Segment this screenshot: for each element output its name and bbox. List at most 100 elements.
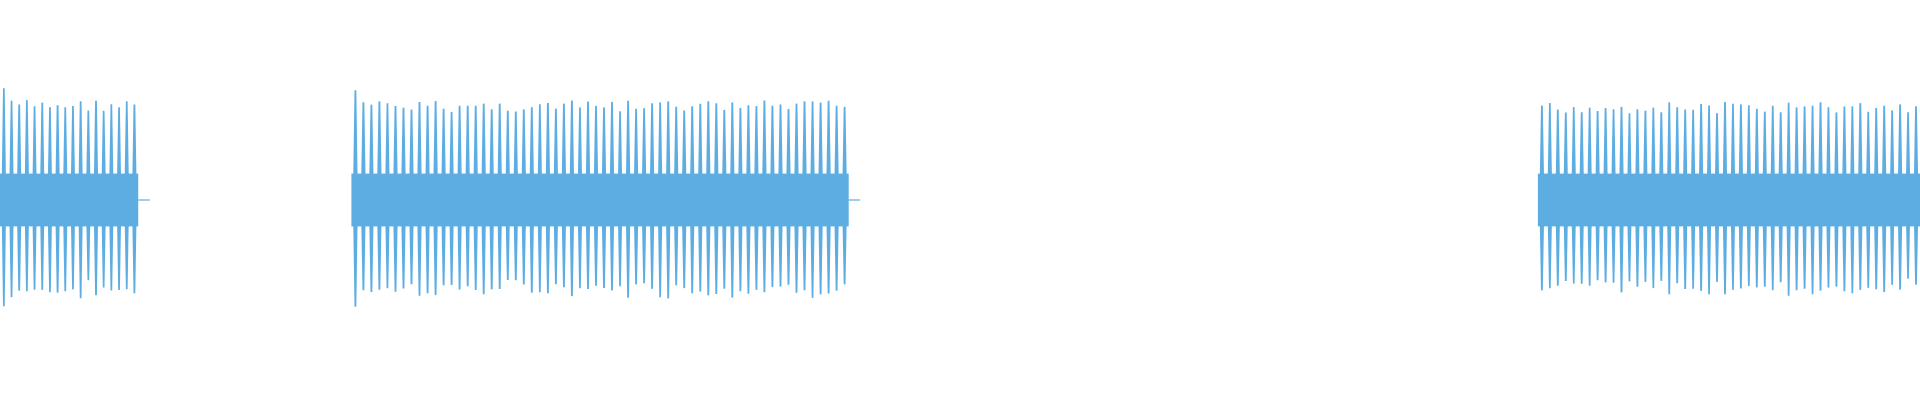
waveform-peak (109, 104, 114, 291)
waveform-peak (505, 110, 511, 280)
waveform-peak (1642, 110, 1648, 282)
waveform-peak (425, 105, 430, 294)
waveform-peak (376, 101, 382, 290)
waveform-peak (601, 107, 607, 289)
waveform-peak (1802, 106, 1807, 289)
waveform-peak (1834, 112, 1839, 287)
waveform-peak (441, 108, 447, 286)
waveform-peak (481, 103, 487, 295)
waveform-peak (1897, 104, 1903, 290)
waveform-peak (70, 105, 76, 290)
waveform-peak (745, 105, 751, 294)
waveform-peak (417, 102, 422, 296)
waveform-peak (1889, 110, 1895, 285)
waveform-peak (593, 105, 599, 286)
waveform-peak (633, 108, 639, 285)
waveform-peak (39, 102, 45, 290)
waveform-peak (1810, 105, 1815, 295)
waveform-peak (1650, 107, 1656, 289)
waveform-peak (778, 104, 783, 287)
waveform-peak (513, 111, 519, 281)
waveform-peak (609, 101, 615, 291)
waveform-peak (1738, 104, 1744, 289)
waveform-peak (1881, 105, 1887, 292)
waveform-peak (786, 109, 791, 285)
waveform-peak (617, 111, 623, 287)
waveform-peak (473, 105, 479, 290)
waveform-peak (1555, 109, 1561, 286)
waveform-peak (1666, 102, 1672, 295)
waveform-peak (1, 88, 7, 307)
waveform-peak (761, 100, 767, 293)
waveform-peak (641, 108, 647, 284)
waveform-peak (1698, 104, 1704, 291)
waveform-peak (1579, 112, 1585, 284)
waveform-peak (1635, 109, 1640, 287)
waveform-peak (1849, 106, 1855, 294)
waveform-peak (1603, 108, 1608, 283)
waveform-peak (521, 109, 527, 285)
waveform-peak (1770, 105, 1776, 291)
waveform-peak (842, 106, 848, 285)
waveform-peak (1905, 112, 1911, 279)
waveform-peak (1571, 107, 1577, 284)
waveform-peak (657, 102, 663, 298)
waveform-peak (810, 101, 815, 298)
waveform-peak (689, 106, 695, 294)
waveform-peak (393, 106, 398, 292)
waveform-peak (55, 105, 60, 293)
waveform-peak (1722, 102, 1728, 295)
waveform-peak (1746, 105, 1752, 286)
waveform-peak (1539, 105, 1545, 291)
waveform-peak (1913, 106, 1919, 285)
waveform-peak (1841, 106, 1847, 292)
waveform-peak (529, 107, 535, 293)
waveform-peak (1547, 103, 1553, 289)
waveform-peak (673, 106, 679, 286)
waveform-peak (457, 105, 463, 290)
waveform-peak (62, 107, 68, 292)
waveform-peak (561, 103, 567, 288)
waveform-peak (794, 103, 799, 293)
waveform-peak (78, 101, 83, 299)
waveform-peak (401, 107, 406, 289)
waveform-peak (625, 100, 631, 298)
waveform-peak (537, 104, 543, 293)
waveform-peak (47, 107, 53, 293)
waveform-peak (85, 110, 91, 281)
waveform-peak (753, 106, 759, 290)
waveform-peak (721, 109, 727, 289)
waveform-peak (1674, 107, 1680, 284)
waveform-peak (1857, 103, 1863, 290)
waveform-peak (101, 110, 107, 288)
waveform-peak (116, 107, 122, 290)
waveform-peak (449, 111, 455, 286)
waveform-peak (826, 100, 832, 294)
waveform-core-band (1537, 173, 1920, 227)
waveform-peak (585, 101, 591, 289)
waveform-peak (1619, 106, 1624, 293)
waveform-peak (834, 105, 840, 291)
waveform-peak (1873, 108, 1879, 290)
waveform-segment-2 (351, 90, 861, 307)
waveform-peak (665, 101, 671, 299)
waveform-peak (1818, 102, 1823, 291)
waveform-peak (497, 103, 503, 289)
waveform-peak (465, 105, 471, 287)
waveform-peak (93, 100, 99, 296)
waveform-segment-1 (0, 88, 150, 307)
waveform-peak (737, 107, 743, 292)
waveform-peak (1611, 109, 1616, 283)
waveform-peak (352, 90, 358, 307)
waveform-core-band (0, 173, 139, 227)
waveform-peak (132, 104, 137, 294)
waveform-peak (770, 105, 775, 288)
waveform-peak (818, 102, 824, 295)
waveform-peak (9, 100, 14, 298)
waveform-peak (32, 106, 37, 290)
waveform-segment-3 (1537, 102, 1920, 296)
waveform-peak (1778, 112, 1784, 283)
waveform-peak (577, 107, 583, 289)
